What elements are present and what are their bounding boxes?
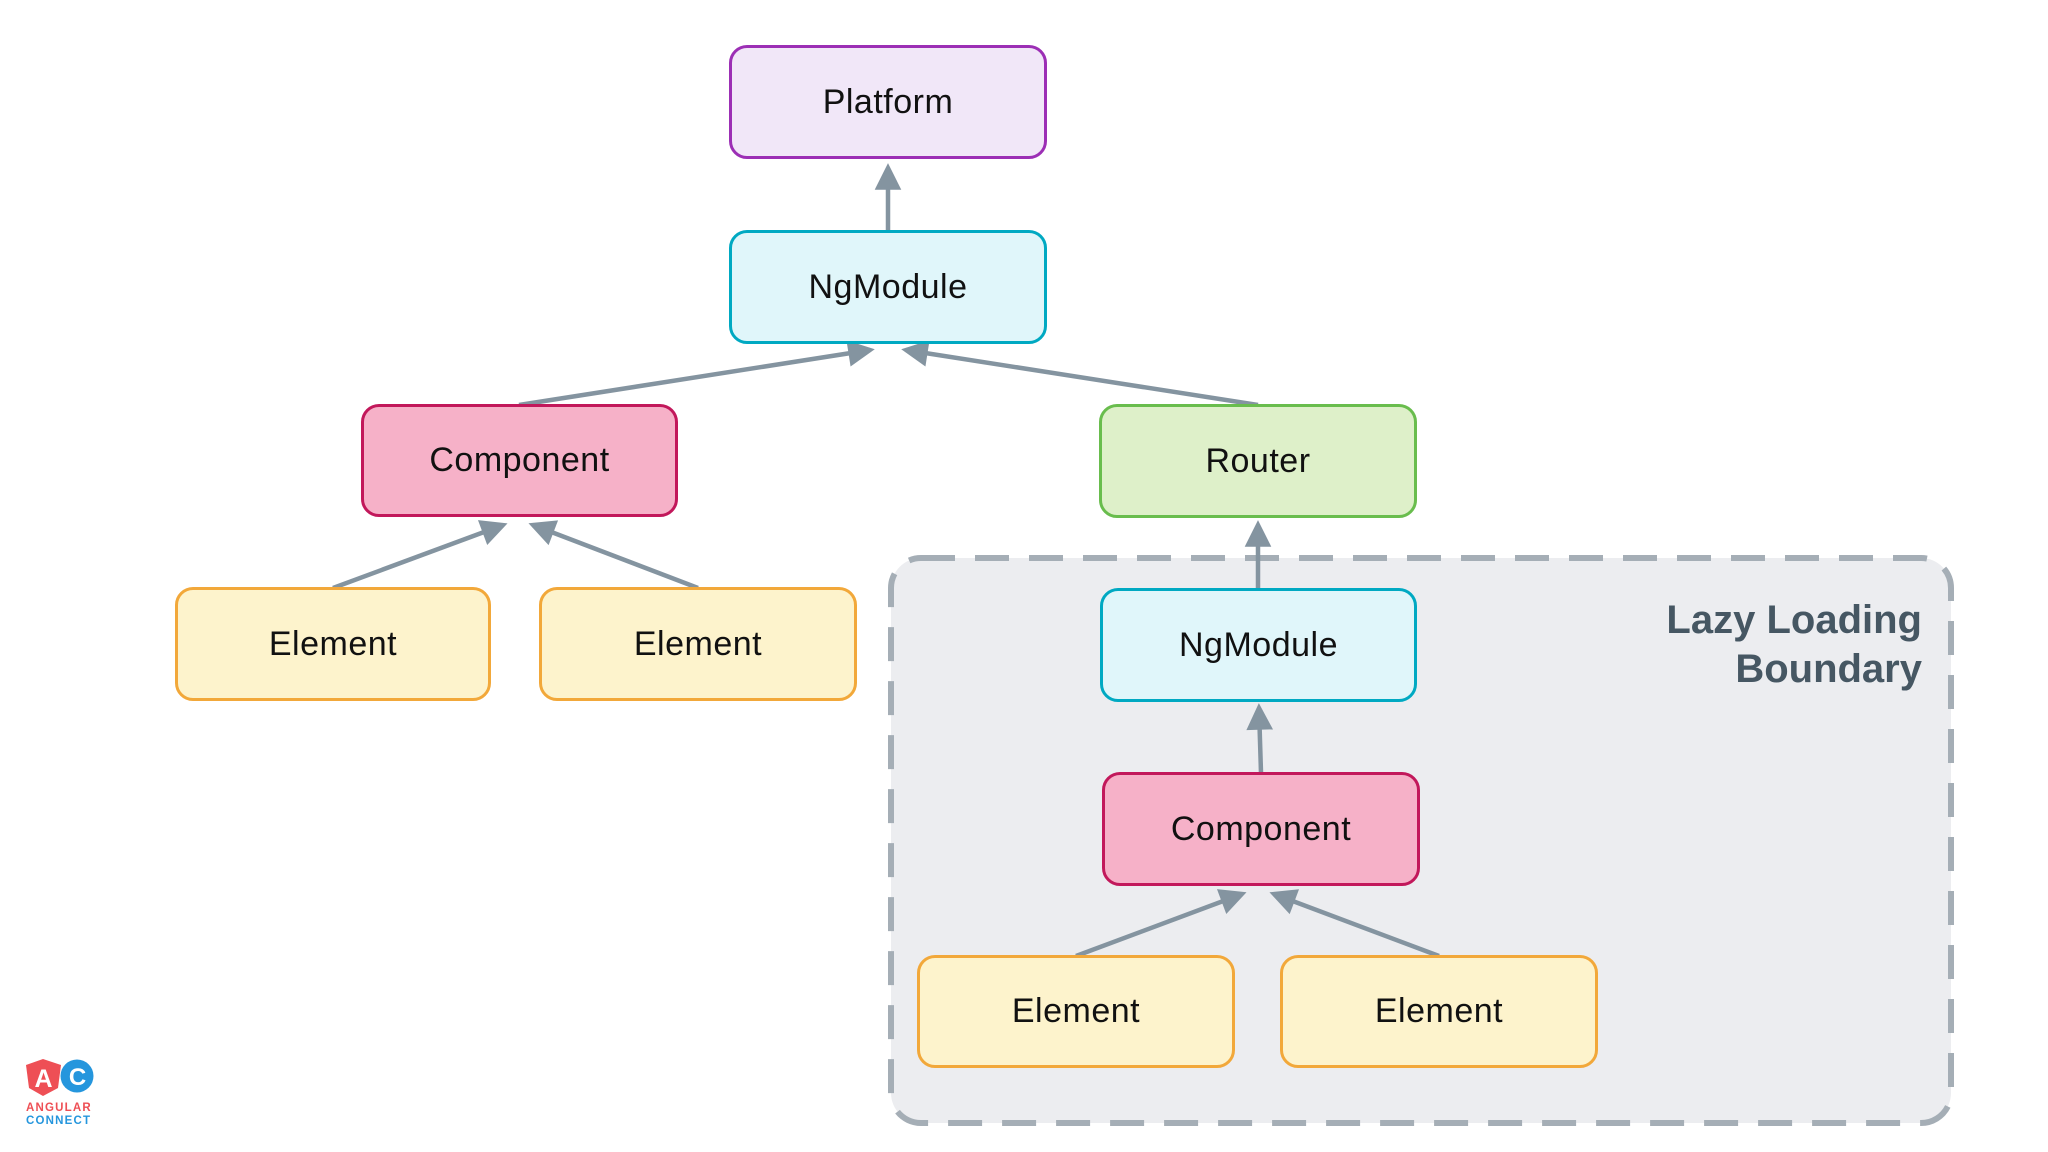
node-element-lazy-1: Element: [917, 955, 1235, 1068]
node-router-label: Router: [1205, 441, 1311, 480]
node-component-lazy-label: Component: [1170, 809, 1352, 848]
node-ngmodule-lazy-label: NgModule: [1179, 625, 1338, 664]
angularconnect-logo: A C ANGULAR CONNECT: [26, 1059, 94, 1127]
node-component-lazy: Component: [1102, 772, 1420, 886]
node-ngmodule-root-label: NgModule: [808, 267, 968, 306]
node-element-lazy-1-label: Element: [1011, 992, 1141, 1030]
edge-element2-to-component: [528, 520, 699, 591]
node-component-root: Component: [361, 404, 678, 517]
edge-element1-to-component: [332, 520, 508, 591]
node-element-root-2-label: Element: [633, 624, 763, 663]
node-router: Router: [1099, 404, 1417, 518]
logo-letter-c: C: [69, 1064, 86, 1091]
edge-lazy-component-to-ngmodule: [1246, 703, 1273, 774]
node-ngmodule-root: NgModule: [729, 230, 1047, 344]
node-platform: Platform: [729, 45, 1047, 159]
node-element-lazy-2-label: Element: [1374, 992, 1504, 1030]
edge-lazy-element2-to-component: [1269, 889, 1440, 959]
angularconnect-shield-icon: A: [26, 1059, 61, 1096]
logo-text-angular: ANGULAR: [26, 1102, 92, 1114]
edge-component-to-ngmodule: [518, 340, 875, 408]
edge-router-to-ngmodule: [901, 340, 1259, 408]
node-element-root-1: Element: [175, 587, 491, 701]
node-element-lazy-2: Element: [1280, 955, 1598, 1068]
node-platform-label: Platform: [822, 82, 954, 121]
edge-lazy-element1-to-component: [1075, 889, 1247, 959]
node-ngmodule-lazy: NgModule: [1100, 588, 1417, 702]
angularconnect-circle-icon: C: [60, 1059, 94, 1093]
lazy-boundary-label-line1: Lazy Loading: [1666, 598, 1922, 642]
node-element-root-2: Element: [539, 587, 857, 701]
logo-text-connect: CONNECT: [26, 1115, 91, 1127]
lazy-boundary-label-line2: Boundary: [1735, 647, 1922, 691]
node-component-root-label: Component: [429, 441, 610, 479]
logo-letter-a: A: [34, 1065, 52, 1093]
node-element-root-1-label: Element: [268, 624, 398, 663]
lazy-loading-boundary-label: Lazy Loading Boundary: [1514, 596, 1922, 694]
